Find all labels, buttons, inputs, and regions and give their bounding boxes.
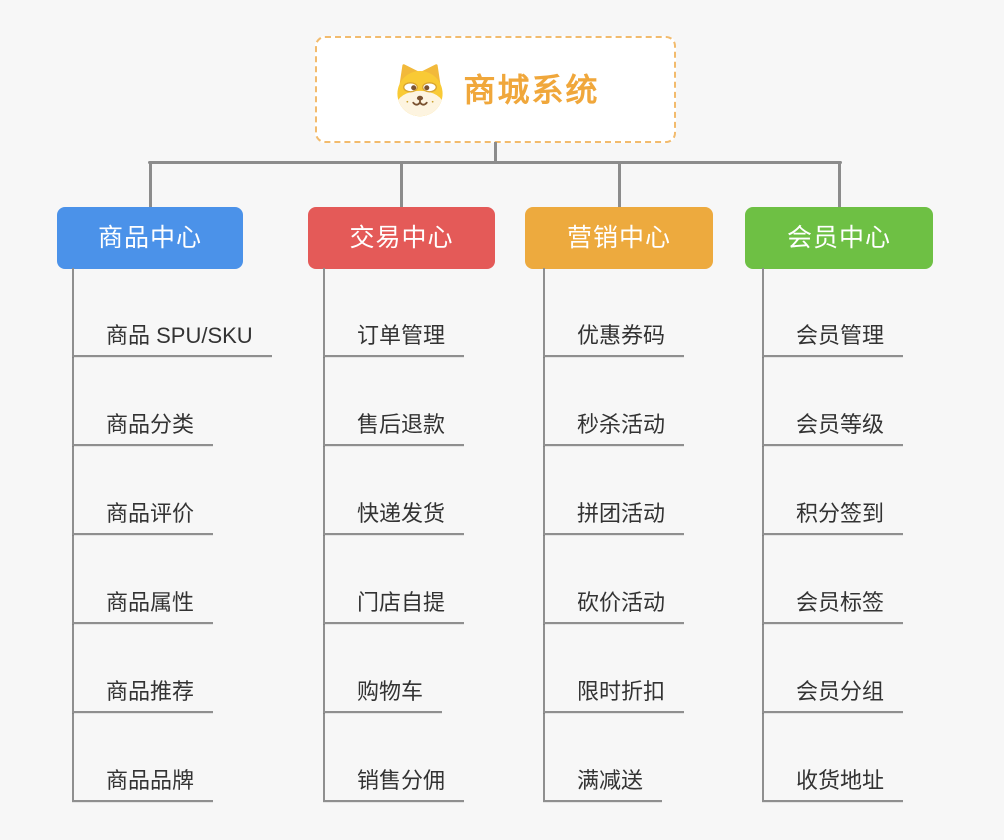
child-topic[interactable]: 砍价活动 (543, 586, 685, 624)
branch-topic[interactable]: 会员中心 (745, 207, 933, 269)
child-topic-label: 购物车 (357, 679, 424, 704)
child-topic[interactable]: 收货地址 (762, 764, 904, 802)
child-topic-label: 销售分佣 (357, 768, 446, 793)
child-topic[interactable]: 订单管理 (323, 319, 465, 357)
child-topic[interactable]: 商品评价 (72, 497, 214, 535)
child-topic[interactable]: 商品品牌 (72, 764, 214, 802)
connector-child-rail (762, 268, 764, 802)
child-topic-label: 商品品牌 (106, 768, 195, 793)
child-topic-label: 商品 SPU/SKU (106, 323, 253, 348)
branch-topic-label: 会员中心 (786, 223, 891, 252)
connector-root-stub (494, 142, 497, 163)
child-topic-label: 售后退款 (357, 412, 446, 437)
child-topic[interactable]: 商品分类 (72, 408, 214, 446)
child-topic-label: 满减送 (577, 768, 644, 793)
child-topic[interactable]: 销售分佣 (323, 764, 465, 802)
child-topic[interactable]: 购物车 (323, 675, 443, 713)
child-topic-label: 快递发货 (357, 501, 446, 526)
child-topic-label: 会员等级 (796, 412, 885, 437)
connector-child-rail (543, 268, 545, 802)
child-topic[interactable]: 满减送 (543, 764, 663, 802)
child-topic[interactable]: 售后退款 (323, 408, 465, 446)
connector-child-rail (72, 268, 74, 802)
child-topic[interactable]: 会员分组 (762, 675, 904, 713)
child-topic-label: 砍价活动 (577, 590, 666, 615)
child-topic[interactable]: 秒杀活动 (543, 408, 685, 446)
child-topic[interactable]: 会员等级 (762, 408, 904, 446)
branch-topic[interactable]: 商品中心 (57, 207, 243, 269)
child-topic-label: 会员标签 (796, 590, 885, 615)
branch-topic[interactable]: 营销中心 (525, 207, 713, 269)
child-topic[interactable]: 商品推荐 (72, 675, 214, 713)
connector-bus (148, 161, 842, 164)
child-topic[interactable]: 积分签到 (762, 497, 904, 535)
root-topic[interactable]: 商城系统 (315, 36, 676, 143)
connector-branch-stub (149, 162, 152, 207)
child-topic-label: 收货地址 (796, 768, 885, 793)
child-topic-label: 积分签到 (796, 501, 885, 526)
child-topic[interactable]: 快递发货 (323, 497, 465, 535)
connector-branch-stub (618, 162, 621, 207)
child-topic-label: 门店自提 (357, 590, 446, 615)
child-topic[interactable]: 门店自提 (323, 586, 465, 624)
branch-topic-label: 商品中心 (97, 223, 202, 252)
root-topic-title: 商城系统 (463, 71, 600, 108)
connector-branch-stub (838, 162, 841, 207)
child-topic-label: 优惠券码 (577, 323, 666, 348)
child-topic-label: 商品属性 (106, 590, 195, 615)
child-topic-label: 秒杀活动 (577, 412, 666, 437)
branch-topic-label: 营销中心 (566, 223, 671, 252)
child-topic-label: 会员分组 (796, 679, 885, 704)
child-topic[interactable]: 拼团活动 (543, 497, 685, 535)
child-topic-label: 商品评价 (106, 501, 195, 526)
child-topic-label: 商品推荐 (106, 679, 195, 704)
child-topic-label: 商品分类 (106, 412, 195, 437)
child-topic[interactable]: 会员管理 (762, 319, 904, 357)
child-topic[interactable]: 限时折扣 (543, 675, 685, 713)
branch-topic[interactable]: 交易中心 (308, 207, 495, 269)
child-topic[interactable]: 商品 SPU/SKU (72, 319, 272, 357)
child-topic-label: 会员管理 (796, 323, 885, 348)
connector-child-rail (323, 268, 325, 802)
child-topic[interactable]: 优惠券码 (543, 319, 685, 357)
connector-branch-stub (400, 162, 403, 207)
child-topic[interactable]: 商品属性 (72, 586, 214, 624)
dog-face-icon (397, 63, 444, 116)
child-topic[interactable]: 会员标签 (762, 586, 904, 624)
child-topic-label: 限时折扣 (577, 679, 666, 704)
branch-topic-label: 交易中心 (349, 223, 454, 252)
child-topic-label: 订单管理 (357, 323, 446, 348)
child-topic-label: 拼团活动 (577, 501, 666, 526)
